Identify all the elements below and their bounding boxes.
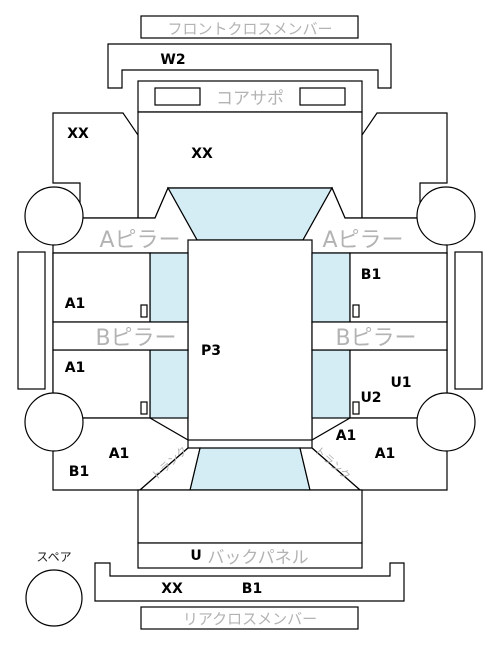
front-right-fender-panel[interactable] xyxy=(361,112,448,219)
a-pillar-right-label: Aピラー xyxy=(322,228,403,253)
rear-window-glass[interactable] xyxy=(189,447,311,491)
roof-code: P3 xyxy=(201,343,221,359)
right-side-sill[interactable] xyxy=(454,251,483,390)
roof-panel[interactable] xyxy=(187,239,313,441)
rear-left-door-handle xyxy=(140,401,148,415)
front-bumper-code: W2 xyxy=(160,52,185,68)
b-pillar-right-label: Bピラー xyxy=(335,326,416,351)
rear-bumper-code-b1: B1 xyxy=(242,581,262,597)
a-pillar-left-label: Aピラー xyxy=(99,228,180,253)
spare-tire[interactable] xyxy=(25,569,83,627)
rear-cross-member-label: リアクロスメンバー xyxy=(183,610,317,628)
front-cross-member-label: フロントクロスメンバー xyxy=(167,20,332,38)
rear-right-door-code-u2: U2 xyxy=(360,390,381,406)
front-right-door-panel[interactable] xyxy=(349,252,448,323)
b-pillar-left-label: Bピラー xyxy=(95,326,176,351)
rear-left-wheel[interactable] xyxy=(24,392,84,452)
back-panel[interactable] xyxy=(137,542,363,569)
rear-left-fender-code-b1: B1 xyxy=(69,464,89,480)
hood-code: XX xyxy=(191,146,213,162)
trunk-code: U xyxy=(190,548,201,564)
spare-tire-label: スペア xyxy=(36,550,71,564)
front-right-door-code: B1 xyxy=(361,267,381,283)
rear-bumper-code-xx: XX xyxy=(161,581,183,597)
rear-bumper-panel[interactable] xyxy=(94,562,405,602)
rear-cross-member-panel[interactable] xyxy=(140,606,359,630)
right-headlight[interactable] xyxy=(299,87,346,106)
front-left-window[interactable] xyxy=(149,252,189,323)
front-right-window[interactable] xyxy=(311,252,351,323)
left-side-sill[interactable] xyxy=(17,251,46,390)
front-left-door-handle xyxy=(140,304,148,318)
rear-right-door-code-u1: U1 xyxy=(390,375,411,391)
front-right-door-handle xyxy=(352,304,360,318)
rear-right-wheel[interactable] xyxy=(416,392,476,452)
rear-left-fender-code-a1: A1 xyxy=(109,446,130,462)
rear-right-window[interactable] xyxy=(311,349,351,419)
front-left-fender-code: XX xyxy=(67,126,89,142)
back-panel-label: バックパネル xyxy=(207,548,308,568)
rear-right-glass-code: A1 xyxy=(336,428,357,444)
rear-right-fender-code: A1 xyxy=(375,446,396,462)
front-bumper-panel[interactable] xyxy=(107,43,392,89)
b-pillar-right-panel[interactable] xyxy=(311,321,448,351)
front-right-wheel[interactable] xyxy=(416,186,476,246)
trunk-lid-panel[interactable] xyxy=(137,489,363,544)
rear-left-window[interactable] xyxy=(149,349,189,419)
front-left-wheel[interactable] xyxy=(24,186,84,246)
core-support-label: コアサポ xyxy=(216,89,284,109)
rear-left-door-code: A1 xyxy=(65,360,86,376)
left-headlight[interactable] xyxy=(154,87,201,106)
front-cross-member-panel[interactable] xyxy=(140,15,359,39)
rear-right-door-handle xyxy=(352,401,360,415)
front-left-door-code: A1 xyxy=(65,296,86,312)
front-left-door-panel[interactable] xyxy=(52,252,151,323)
b-pillar-left-panel[interactable] xyxy=(52,321,189,351)
